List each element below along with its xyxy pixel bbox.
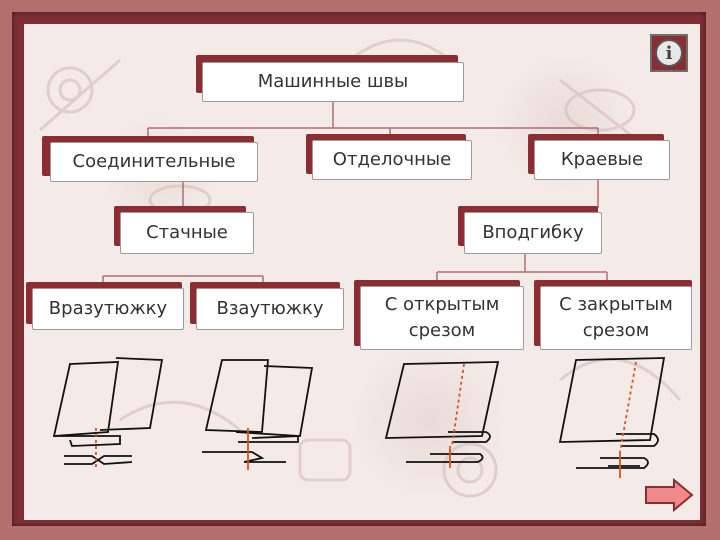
node-label: Соединительные [72,151,236,172]
node-soedinitelnye: Соединительные [50,142,258,182]
next-arrow-icon [645,478,694,512]
sketch-vrazutyuzhku [52,357,164,465]
node-stachnye: Стачные [120,212,254,254]
node-label: Вразутюжку [48,298,168,319]
node-label: С открытым срезом [384,294,500,341]
info-button[interactable]: i [650,34,688,72]
node-label: Отделочные [332,149,452,170]
node-vzautyuzhku: Взаутюжку [196,288,344,330]
node-s-zakrytym-srezom: С закрытым срезом [540,286,692,350]
node-label: Стачные [146,222,228,243]
sketch-s-zakrytym-srezom [558,357,666,469]
root-node: Машинные швы [202,62,464,102]
node-label: С закрытым срезом [559,294,673,341]
node-label: Вподгибку [482,222,584,243]
sketch-s-otkrytym-srezom [384,361,500,463]
node-label: Краевые [560,149,644,170]
node-vpodgibku: Вподгибку [464,212,602,254]
node-s-otkrytym-srezom: С открытым срезом [360,286,524,350]
node-kraevye: Краевые [534,140,670,180]
node-otdelochnye: Отделочные [312,140,472,180]
next-button[interactable] [644,478,694,512]
node-vrazutyuzhku: Вразутюжку [32,288,184,330]
sketch-vzautyuzhku [202,359,314,463]
node-label: Взаутюжку [216,298,324,319]
info-icon: i [655,39,683,67]
root-label: Машинные швы [257,71,409,92]
